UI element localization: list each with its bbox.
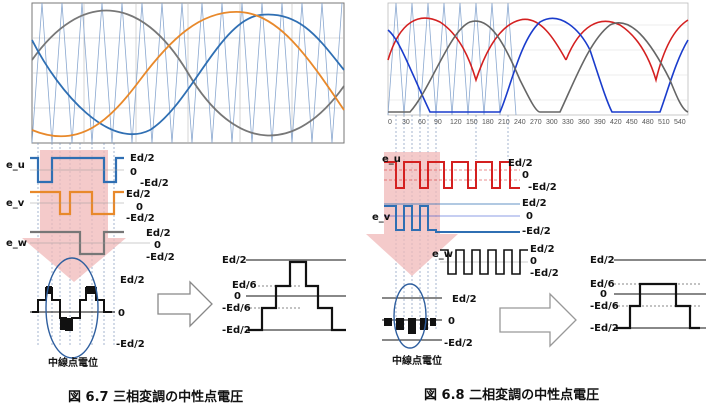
left-out-neg: -Ed/2 [222, 325, 251, 336]
right-v-pos: Ed/2 [522, 198, 547, 209]
left-phase-v [30, 190, 124, 216]
right-w-zero: 0 [530, 256, 537, 267]
left-out-neg6: -Ed/6 [222, 303, 251, 314]
right-axis-ticks: 0 30 60 90 120 150 180 210 240 270 300 3… [388, 119, 686, 126]
right-phase-w [440, 249, 528, 275]
right-hollow-arrow [499, 292, 577, 348]
svg-text:90: 90 [434, 119, 442, 126]
svg-text:420: 420 [610, 119, 622, 126]
left-out-zero: 0 [234, 291, 241, 302]
left-carrier-plot [31, 2, 345, 144]
left-neutral-label: 中線点電位 [48, 356, 98, 369]
right-phase-u [384, 161, 520, 189]
right-out-zero: 0 [600, 289, 607, 300]
right-label-ew: e_w [432, 249, 453, 260]
right-label-ev: e_v [372, 212, 391, 223]
svg-text:60: 60 [418, 119, 426, 126]
right-w-pos: Ed/2 [530, 244, 555, 255]
left-phase-w [30, 230, 150, 256]
svg-text:360: 360 [578, 119, 590, 126]
left-u-pos: Ed/2 [130, 153, 155, 164]
left-neutral-waveform [30, 257, 115, 359]
svg-text:390: 390 [594, 119, 606, 126]
right-caption: 図 6.8 二相変調の中性点電圧 [424, 388, 600, 403]
right-v-zero: 0 [526, 211, 533, 222]
left-neutral-neg: -Ed/2 [116, 339, 145, 350]
svg-text:330: 330 [562, 119, 574, 126]
svg-text:300: 300 [546, 119, 558, 126]
left-u-zero: 0 [130, 167, 137, 178]
right-label-eu: e_u [382, 154, 401, 165]
right-neutral-label: 中線点電位 [392, 354, 442, 367]
svg-text:450: 450 [626, 119, 638, 126]
right-out-pos6: Ed/6 [590, 279, 615, 290]
right-carrier-plot [387, 2, 689, 116]
right-neutral-neg: -Ed/2 [444, 338, 473, 349]
svg-text:210: 210 [498, 119, 510, 126]
right-u-pos: Ed/2 [508, 158, 533, 169]
left-u-neg: -Ed/2 [140, 178, 169, 189]
svg-text:240: 240 [514, 119, 526, 126]
left-v-neg: -Ed/2 [126, 213, 155, 224]
svg-text:150: 150 [466, 119, 478, 126]
svg-text:30: 30 [402, 119, 410, 126]
svg-text:180: 180 [482, 119, 494, 126]
left-phase-u [30, 156, 124, 184]
right-neutral-pos: Ed/2 [452, 294, 477, 305]
left-hollow-arrow [157, 280, 213, 328]
left-out-pos: Ed/2 [222, 255, 247, 266]
left-output-staircase [246, 259, 346, 332]
svg-text:480: 480 [642, 119, 654, 126]
left-neutral-pos: Ed/2 [120, 275, 145, 286]
right-out-pos: Ed/2 [590, 255, 615, 266]
left-v-zero: 0 [136, 202, 143, 213]
left-w-pos: Ed/2 [146, 228, 171, 239]
right-w-neg: -Ed/2 [530, 268, 559, 279]
left-label-ew: e_w [6, 238, 27, 249]
svg-text:510: 510 [658, 119, 670, 126]
right-neutral-waveform [382, 283, 442, 349]
left-out-pos6: Ed/6 [232, 280, 257, 291]
right-u-neg: -Ed/2 [528, 182, 557, 193]
left-w-zero: 0 [154, 240, 161, 251]
svg-text:270: 270 [530, 119, 542, 126]
right-u-zero: 0 [522, 170, 529, 181]
svg-text:540: 540 [674, 119, 686, 126]
svg-text:0: 0 [388, 119, 392, 126]
right-phase-v [384, 203, 520, 233]
right-output-staircase [614, 259, 706, 330]
left-label-eu: e_u [6, 160, 25, 171]
right-v-neg: -Ed/2 [522, 226, 551, 237]
svg-text:120: 120 [450, 119, 462, 126]
right-out-neg6: -Ed/6 [590, 301, 619, 312]
left-w-neg: -Ed/2 [146, 252, 175, 263]
right-neutral-zero: 0 [448, 316, 455, 327]
left-neutral-zero: 0 [118, 308, 125, 319]
right-out-neg: -Ed/2 [590, 323, 619, 334]
left-v-pos: Ed/2 [126, 189, 151, 200]
left-label-ev: e_v [6, 198, 25, 209]
left-caption: 図 6.7 三相変調の中性点電圧 [68, 390, 244, 405]
right-projection-lines [395, 115, 509, 330]
